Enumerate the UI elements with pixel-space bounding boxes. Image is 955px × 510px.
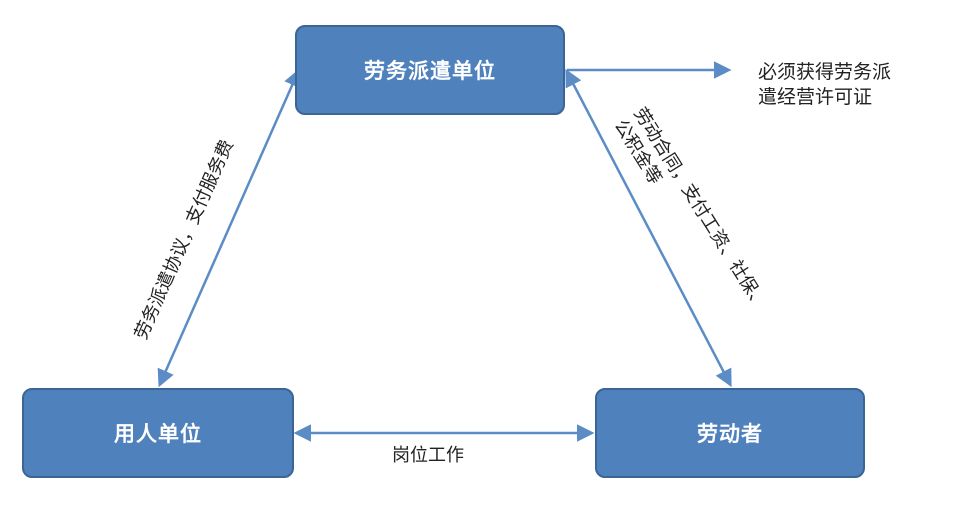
node-worker: 劳动者 bbox=[595, 388, 865, 478]
node-worker-label: 劳动者 bbox=[697, 422, 763, 446]
node-dispatch-agency: 劳务派遣单位 bbox=[295, 25, 565, 115]
arrow-agency-employer bbox=[157, 68, 301, 388]
node-employer: 用人单位 bbox=[22, 388, 294, 478]
edge-label-employer-worker: 岗位工作 bbox=[392, 445, 464, 466]
node-dispatch-agency-label: 劳务派遣单位 bbox=[364, 59, 496, 83]
node-employer-label: 用人单位 bbox=[114, 422, 202, 446]
edge-label-agency-license: 必须获得劳务派遣经营许可证 bbox=[758, 61, 892, 108]
arrow-agency-worker bbox=[565, 68, 732, 388]
